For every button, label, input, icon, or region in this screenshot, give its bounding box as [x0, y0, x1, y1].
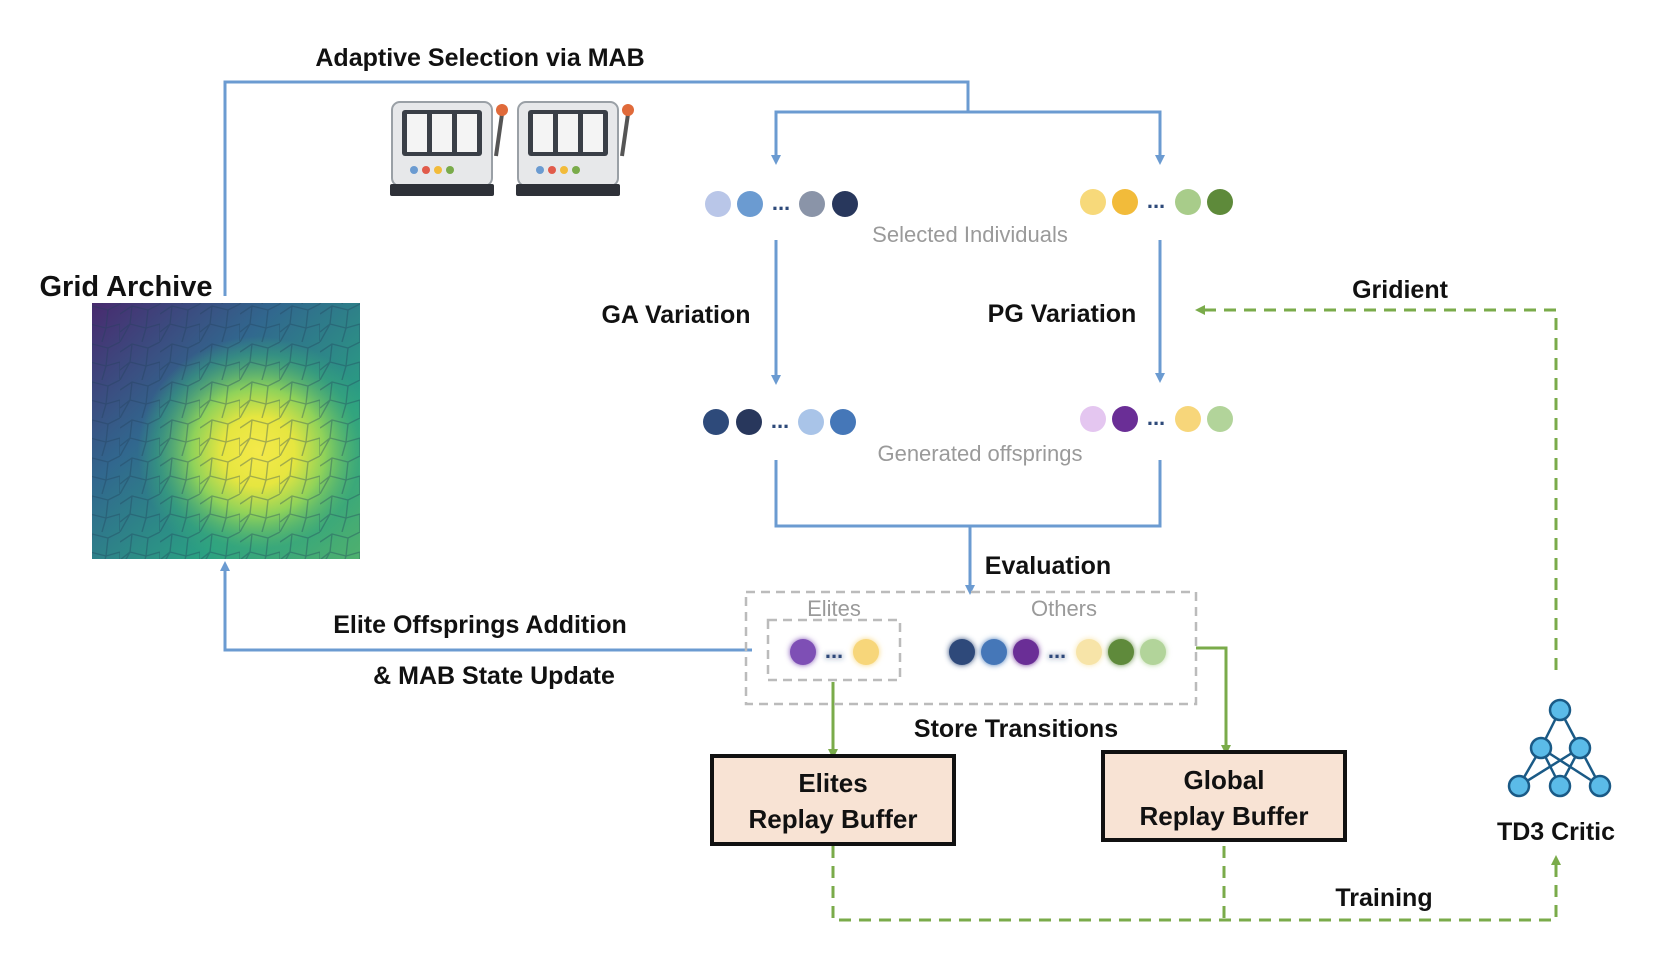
- other-dot: [949, 639, 975, 665]
- individual-dot: [1112, 189, 1138, 215]
- elite-addition-line: [220, 561, 752, 652]
- store-global-arrow: [1196, 646, 1231, 755]
- ellipsis: ...: [1048, 638, 1066, 663]
- selected-individuals-left: ...: [705, 190, 858, 217]
- elites-buffer-line2: Replay Buffer: [748, 804, 917, 834]
- offspring-dot: [798, 409, 824, 435]
- other-dot: [1140, 639, 1166, 665]
- evaluation-label: Evaluation: [985, 552, 1111, 580]
- mab-selection-line: [223, 80, 970, 296]
- grid-archive-label: Grid Archive: [40, 271, 213, 303]
- ellipsis: ...: [1147, 188, 1165, 213]
- ellipsis: ...: [1147, 405, 1165, 430]
- offspring-dot: [736, 409, 762, 435]
- grid-archive-heatmap: [92, 303, 360, 559]
- gridient-label: Gridient: [1352, 276, 1449, 304]
- elites-box: [766, 618, 902, 682]
- training-label: Training: [1335, 884, 1432, 912]
- offspring-dot: [1080, 406, 1106, 432]
- other-dot: [1108, 639, 1134, 665]
- slot-machine-icon: [390, 101, 508, 196]
- elite-addition-label-line1: Elite Offsprings Addition: [333, 611, 627, 639]
- individual-dot: [1080, 189, 1106, 215]
- elite-dot: [853, 639, 879, 665]
- pg-variation-label: PG Variation: [988, 300, 1137, 328]
- offspring-dot: [830, 409, 856, 435]
- ellipsis: ...: [771, 408, 789, 433]
- global-buffer-line1: Global: [1184, 765, 1265, 795]
- elites-buffer-line1: Elites: [798, 768, 867, 798]
- offspring-dot: [1112, 406, 1138, 432]
- global-buffer-line2: Replay Buffer: [1139, 801, 1308, 831]
- ga-variation-label: GA Variation: [601, 301, 750, 329]
- offspring-dot: [1175, 406, 1201, 432]
- individual-dot: [832, 191, 858, 217]
- elite-dot: [790, 639, 816, 665]
- offspring-dot: [703, 409, 729, 435]
- global-replay-buffer: Global Replay Buffer: [1101, 750, 1347, 842]
- slot-machine-icon: [516, 101, 634, 196]
- individual-dot: [1207, 189, 1233, 215]
- other-dot: [1013, 639, 1039, 665]
- adaptive-selection-label: Adaptive Selection via MAB: [315, 44, 644, 72]
- others-label: Others: [1031, 596, 1097, 621]
- generated-offsprings-label: Generated offsprings: [877, 441, 1082, 466]
- other-dot: [981, 639, 1007, 665]
- offsprings-right: ...: [1080, 405, 1233, 432]
- elites-replay-buffer: Elites Replay Buffer: [710, 754, 956, 846]
- evaluation-merge-line: [774, 460, 1162, 528]
- individual-dot: [705, 191, 731, 217]
- individual-dot: [737, 191, 763, 217]
- elites-label: Elites: [807, 596, 861, 621]
- elite-addition-label-line2: & MAB State Update: [373, 662, 615, 690]
- selected-individuals-right: ...: [1080, 188, 1233, 215]
- selected-individuals-label: Selected Individuals: [872, 222, 1068, 247]
- offsprings-left: ...: [703, 408, 856, 435]
- other-dots: ...: [949, 638, 1166, 665]
- evaluation-box: [744, 590, 1198, 706]
- td3-critic-label: TD3 Critic: [1497, 818, 1615, 846]
- selection-split-line: [774, 110, 1165, 165]
- gradient-line: [1195, 305, 1558, 670]
- individual-dot: [799, 191, 825, 217]
- offspring-dot: [1207, 406, 1233, 432]
- neural-network-icon: [1507, 698, 1612, 798]
- elite-dots: ...: [790, 638, 879, 665]
- other-dot: [1076, 639, 1102, 665]
- ellipsis: ...: [825, 638, 843, 663]
- individual-dot: [1175, 189, 1201, 215]
- ellipsis: ...: [772, 190, 790, 215]
- training-line: [831, 846, 1561, 922]
- store-transitions-label: Store Transitions: [914, 715, 1118, 743]
